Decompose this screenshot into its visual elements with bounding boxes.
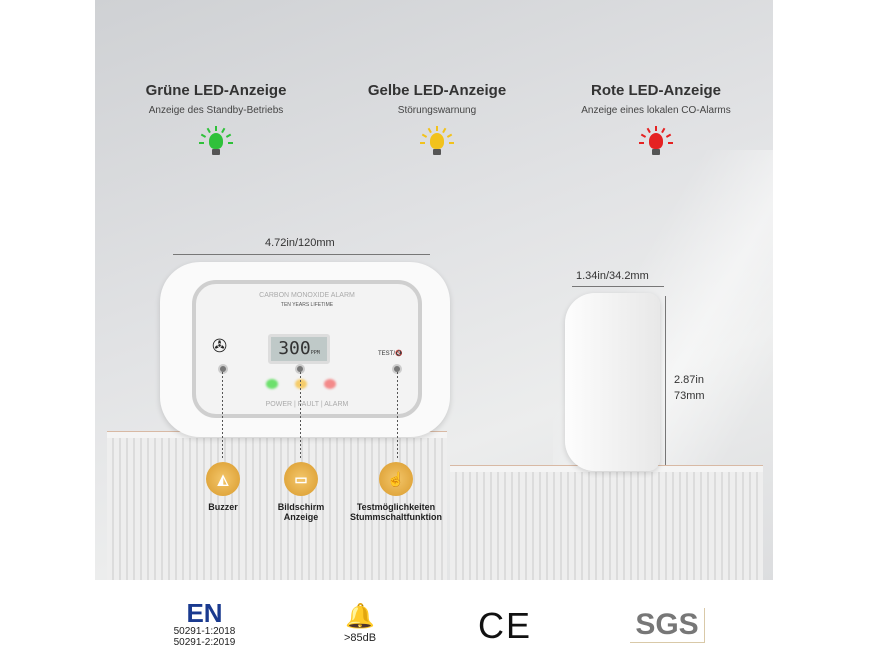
fan-logo-icon: ✇ — [212, 336, 228, 356]
led-title: Rote LED-Anzeige — [590, 82, 721, 99]
led-title: Gelbe LED-Anzeige — [367, 82, 507, 99]
led-red: Rote LED-Anzeige Anzeige eines lokalen C… — [546, 82, 766, 160]
feature-buzzer: ◭Buzzer — [168, 462, 278, 512]
led-subtitle: Anzeige eines lokalen CO-Alarms — [581, 105, 731, 116]
feature-display: ▭Bildschirm Anzeige — [246, 462, 356, 522]
pedestal-right — [450, 466, 763, 580]
light-ray — [639, 142, 644, 144]
depth-line — [572, 286, 664, 287]
light-ray — [661, 127, 666, 134]
leader-line — [300, 372, 301, 460]
light-ray — [225, 133, 232, 138]
light-ray — [420, 142, 425, 144]
hand-press-icon: ☝ — [379, 462, 413, 496]
light-ray — [199, 142, 204, 144]
display-icon: ▭ — [284, 462, 318, 496]
light-ray — [442, 127, 447, 134]
test-label: TEST/🔇 — [378, 351, 403, 357]
light-ray — [655, 126, 657, 131]
leader-line — [397, 372, 398, 460]
device-face: CARBON MONOXIDE ALARM TEN YEARS LIFETIME… — [192, 280, 422, 418]
led-green: Grüne LED-Anzeige Anzeige des Standby-Be… — [106, 82, 326, 160]
height-in-label: 2.87in — [674, 374, 704, 386]
led-title: Grüne LED-Anzeige — [145, 82, 287, 99]
led-subtitle: Störungswarnung — [397, 105, 477, 116]
light-ray — [200, 133, 207, 138]
buzzer-hole — [218, 364, 228, 374]
leader-line — [222, 372, 223, 460]
height-line — [665, 296, 666, 472]
lcd-unit: PPM — [310, 350, 320, 356]
light-ray — [206, 127, 211, 134]
yellow-bulb-icon — [420, 126, 454, 160]
co-alarm-device: CARBON MONOXIDE ALARM TEN YEARS LIFETIME… — [160, 262, 450, 437]
device-subtitle: TEN YEARS LIFETIME — [280, 302, 334, 308]
buzzer-icon: ◭ — [206, 462, 240, 496]
power-led — [266, 379, 278, 389]
depth-label: 1.34in/34.2mm — [576, 270, 649, 282]
red-bulb-icon — [639, 126, 673, 160]
light-ray — [640, 133, 647, 138]
light-ray — [421, 133, 428, 138]
device-side-view — [565, 293, 660, 471]
light-ray — [221, 127, 226, 134]
decibel-cert: 🔔 >85dB — [330, 602, 390, 644]
lcd-display: 300PPM — [268, 334, 330, 364]
feature-test: ☝Testmöglichkeiten Stummschaltfunktion — [341, 462, 451, 522]
pedestal-left — [107, 432, 447, 580]
light-ray — [665, 133, 672, 138]
alarm-bell-icon: 🔔 — [345, 603, 375, 630]
light-ray — [228, 142, 233, 144]
led-legend: POWER | FAULT | ALARM — [265, 401, 349, 408]
light-ray — [449, 142, 454, 144]
lcd-value: 300 — [278, 338, 311, 359]
light-ray — [436, 126, 438, 131]
alarm-led — [324, 379, 336, 389]
width-label: 4.72in/120mm — [265, 237, 335, 249]
led-subtitle: Anzeige des Standby-Betriebs — [148, 105, 284, 116]
height-mm-label: 73mm — [674, 390, 705, 402]
green-bulb-icon — [199, 126, 233, 160]
fault-led — [295, 379, 307, 389]
light-ray — [427, 127, 432, 134]
light-ray — [446, 133, 453, 138]
light-ray — [646, 127, 651, 134]
sgs-mark: SGS — [630, 608, 705, 643]
device-title: CARBON MONOXIDE ALARM — [259, 292, 355, 299]
led-yellow: Gelbe LED-Anzeige Störungswarnung — [327, 82, 547, 160]
light-ray — [668, 142, 673, 144]
width-line — [173, 254, 430, 255]
en-cert: EN 50291-1:2018 50291-2:2019 — [173, 598, 236, 648]
ce-mark: CE — [477, 605, 532, 646]
light-ray — [215, 126, 217, 131]
